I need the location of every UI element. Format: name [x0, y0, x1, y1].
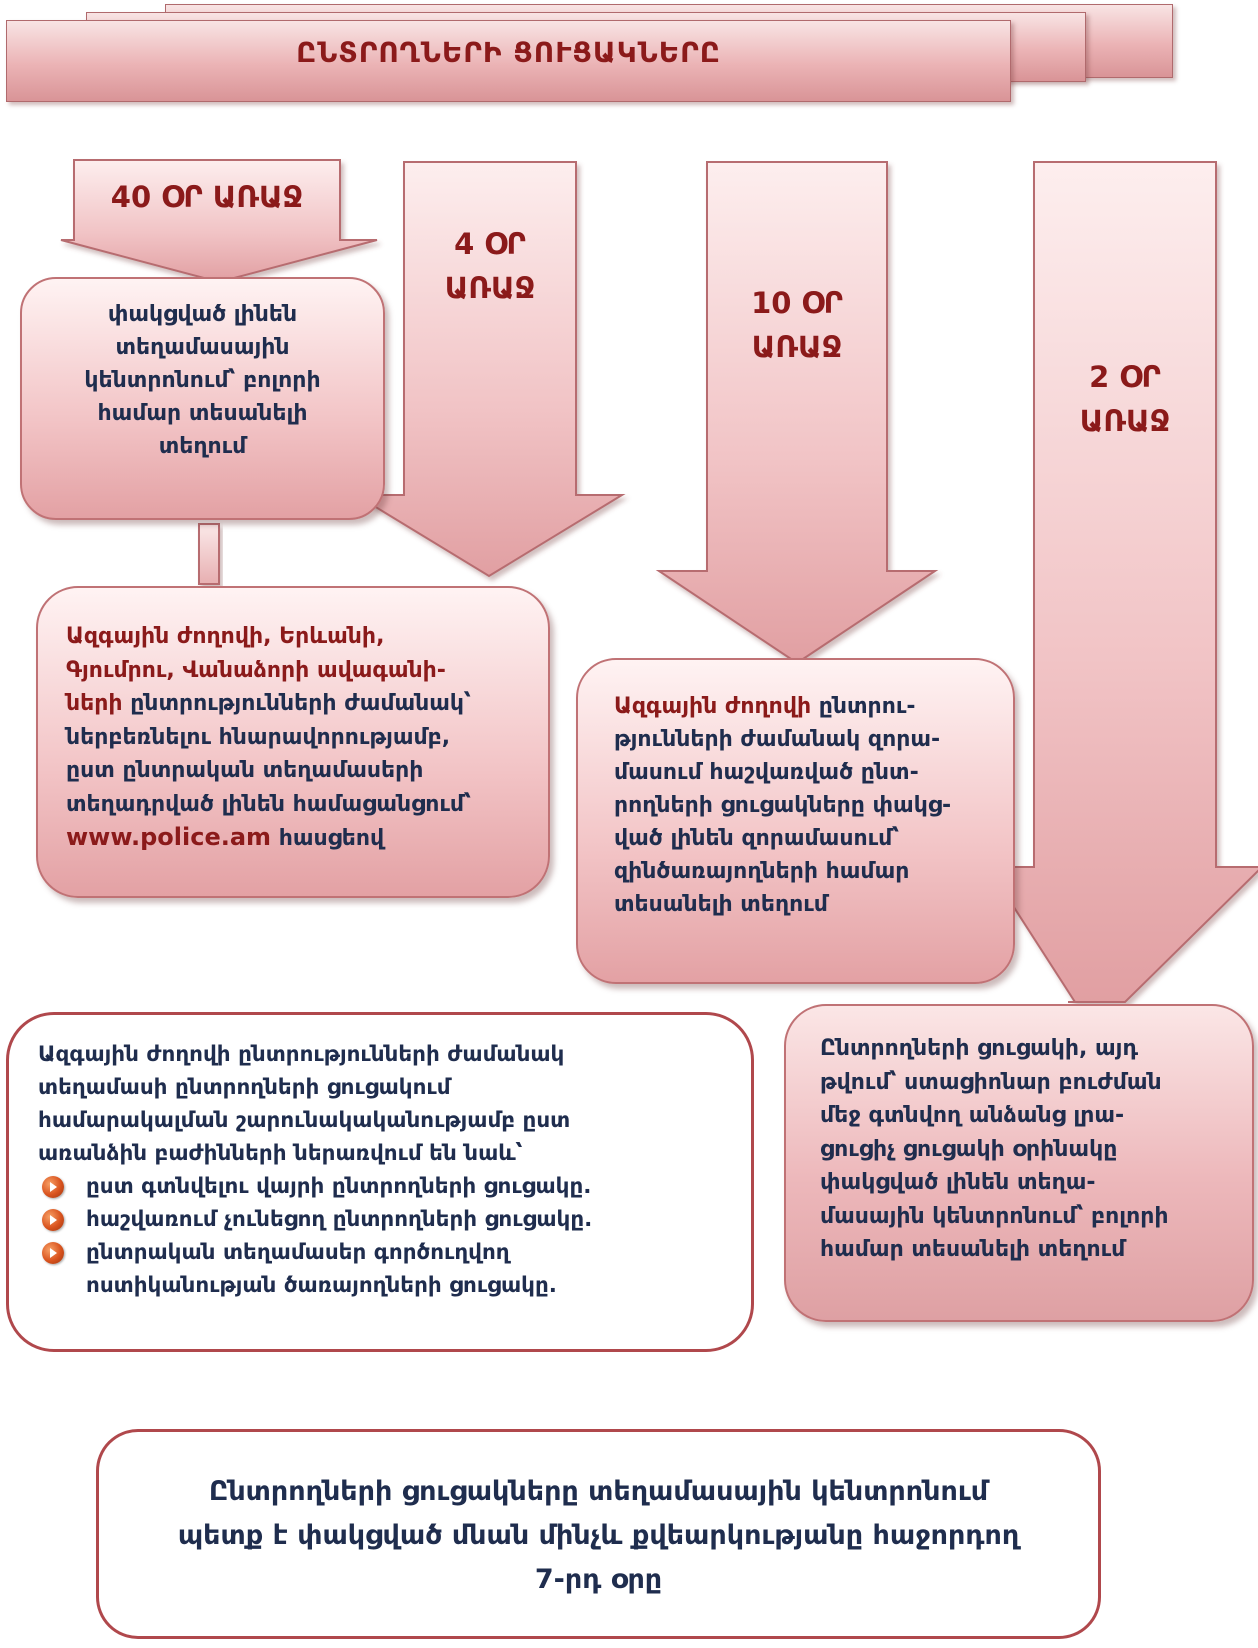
box-2-line: համար տեսանելի տեղում [820, 1237, 1126, 1262]
info-box [6, 1012, 754, 1352]
box-40-line: տեղամասային [115, 335, 290, 360]
info-bullet-list: ըստ գտնվելու վայրի ընտրողների ցուցակը. հ… [38, 1170, 738, 1302]
box-2-line: մասային կենտրոնում՝ բոլորի [820, 1203, 1169, 1229]
box-40-line: փակցված լինեն [107, 302, 298, 327]
arrow-label-2-line1: 2 ՕՐ [1089, 360, 1161, 394]
arrow-label-40-days: 40 ՕՐ ԱՌԱՋ [110, 180, 304, 214]
box-4-days-text: Ազգային ժողովի, Երևանի, Գյումրու, Վանաձո… [66, 620, 536, 856]
box-10-line: տեսանելի տեղում [614, 892, 828, 917]
box-4-red-line: Ազգային ժողովի, Երևանի, [66, 624, 385, 649]
box-10-line: րողների ցուցակները փակց- [614, 793, 952, 818]
arrow-4-days [352, 161, 626, 578]
arrow-40-days [60, 159, 378, 284]
page-title: ԸՆՏՐՈՂՆԵՐԻ ՑՈՒՑԱԿՆԵՐԸ [296, 36, 721, 69]
orange-arrow-bullet-icon [42, 1209, 64, 1231]
orange-arrow-bullet-icon [42, 1176, 64, 1198]
box-4-red-fragment: ների [66, 691, 123, 716]
info-line: տեղամասի ընտրողների ցուցակում [38, 1075, 451, 1100]
box-40-line: տեղում [158, 434, 247, 459]
box-10-line: ված լինեն զորամասում՝ [614, 826, 900, 851]
box-10-lead-line: Ազգային ժողովի ընտրու- [614, 690, 1004, 723]
info-line: առանձին բաժինների ներառվում են նաև՝ [38, 1141, 523, 1166]
box-2-line: Ընտրողների ցուցակի, այդ [820, 1036, 1139, 1061]
arrow-label-10-line1: 10 ՕՐ [751, 286, 843, 320]
arrow-label-10-days: 10 ՕՐ ԱՌԱՋ [707, 281, 887, 369]
final-box-text: Ընտրողների ցուցակները տեղամասային կենտրո… [96, 1470, 1101, 1602]
arrow-label-4-line1: 4 ՕՐ [454, 227, 526, 261]
info-box-text: Ազգային ժողովի ընտրությունների ժամանակ տ… [38, 1038, 738, 1302]
box-4-line: տեղադրված լինեն համացանցում՝ [66, 791, 471, 817]
box-4-red-line: Գյումրու, Վանաձորի ավագանի- [66, 657, 446, 683]
info-bullet-item: հաշվառում չունեցող ընտրողների ցուցակը. [38, 1203, 738, 1236]
box-40-days-text: փակցված լինեն տեղամասային կենտրոնում՝ բո… [20, 298, 385, 463]
info-line: Ազգային ժողովի ընտրությունների ժամանակ [38, 1042, 565, 1067]
box-4-fragment: ընտրությունների ժամանակ՝ [122, 691, 471, 716]
box-10-days-text: Ազգային ժողովի ընտրու- թյունների ժամանակ… [614, 690, 1004, 921]
box-2-days-text: Ընտրողների ցուցակի, այդ թվում՝ ստացիոնար… [820, 1032, 1240, 1267]
info-bullet-item: ընտրական տեղամասեր գործուղվող ոստիկանութ… [38, 1236, 738, 1302]
box-10-fragment: ընտրու- [811, 694, 916, 719]
box-10-red-fragment: Ազգային ժողովի [614, 694, 812, 719]
info-bullet-line: ընտրական տեղամասեր գործուղվող [86, 1240, 510, 1265]
box-4-days [36, 586, 550, 898]
box-2-line: թվում՝ ստացիոնար բուժման [820, 1069, 1162, 1095]
police-link[interactable]: www.police.am [66, 823, 272, 851]
box-2-line: ցուցիչ ցուցակի օրինակը [820, 1136, 1118, 1162]
box-10-line: զինծառայողների համար [614, 859, 910, 884]
box-2-days [784, 1004, 1254, 1322]
info-bullet-line: ոստիկանության ծառայողների ցուցակը. [86, 1273, 557, 1298]
arrow-2-days [986, 161, 1258, 1003]
final-line: պետք է փակցված մնան մինչև քվեարկությանը … [177, 1520, 1020, 1551]
box-40-days [20, 277, 385, 520]
arrow-label-2-line2: ԱՌԱՋ [1079, 404, 1171, 438]
final-line: 7-րդ օրը [534, 1564, 663, 1595]
connector-bar [198, 523, 220, 585]
final-line: Ընտրողների ցուցակները տեղամասային կենտրո… [208, 1476, 989, 1507]
final-box [96, 1429, 1101, 1639]
box-4-line: ըստ ընտրական տեղամասերի [66, 758, 424, 783]
box-10-line: թյունների ժամանակ զորա- [614, 727, 941, 752]
arrow-label-4-days: 4 ՕՐ ԱՌԱՋ [404, 222, 576, 310]
box-40-line: կենտրոնում՝ բոլորի [84, 368, 321, 393]
info-bullet-line: հաշվառում չունեցող ընտրողների ցուցակը. [86, 1207, 593, 1232]
arrow-label-10-line2: ԱՌԱՋ [751, 330, 843, 364]
arrow-10-days [655, 161, 939, 665]
arrow-label-4-line2: ԱՌԱՋ [444, 271, 536, 305]
info-bullet-line: ըստ գտնվելու վայրի ընտրողների ցուցակը. [86, 1174, 592, 1199]
info-bullet-item: ըստ գտնվելու վայրի ընտրողների ցուցակը. [38, 1170, 738, 1203]
box-4-link-rest: հասցեով [271, 826, 385, 851]
box-40-line: համար տեսանելի [97, 401, 308, 426]
box-4-line: ներբեռնելու հնարավորությամբ, [66, 724, 451, 750]
box-2-line: մեջ գտնվող անձանց լրա- [820, 1103, 1125, 1128]
box-10-days [576, 658, 1015, 984]
info-line: համարակալման շարունակականությամբ ըստ [38, 1108, 571, 1133]
box-2-line: փակցված լինեն տեղա- [820, 1170, 1096, 1195]
arrow-label-2-days: 2 ՕՐ ԱՌԱՋ [1034, 355, 1216, 443]
box-10-line: մասում հաշվառված ընտ- [614, 760, 919, 785]
title-banner [6, 20, 1011, 102]
orange-arrow-bullet-icon [42, 1242, 64, 1264]
box-4-link-line: www.police.am հասցեով [66, 821, 536, 856]
box-4-mixed-line: ների ընտրությունների ժամանակ՝ [66, 687, 536, 721]
